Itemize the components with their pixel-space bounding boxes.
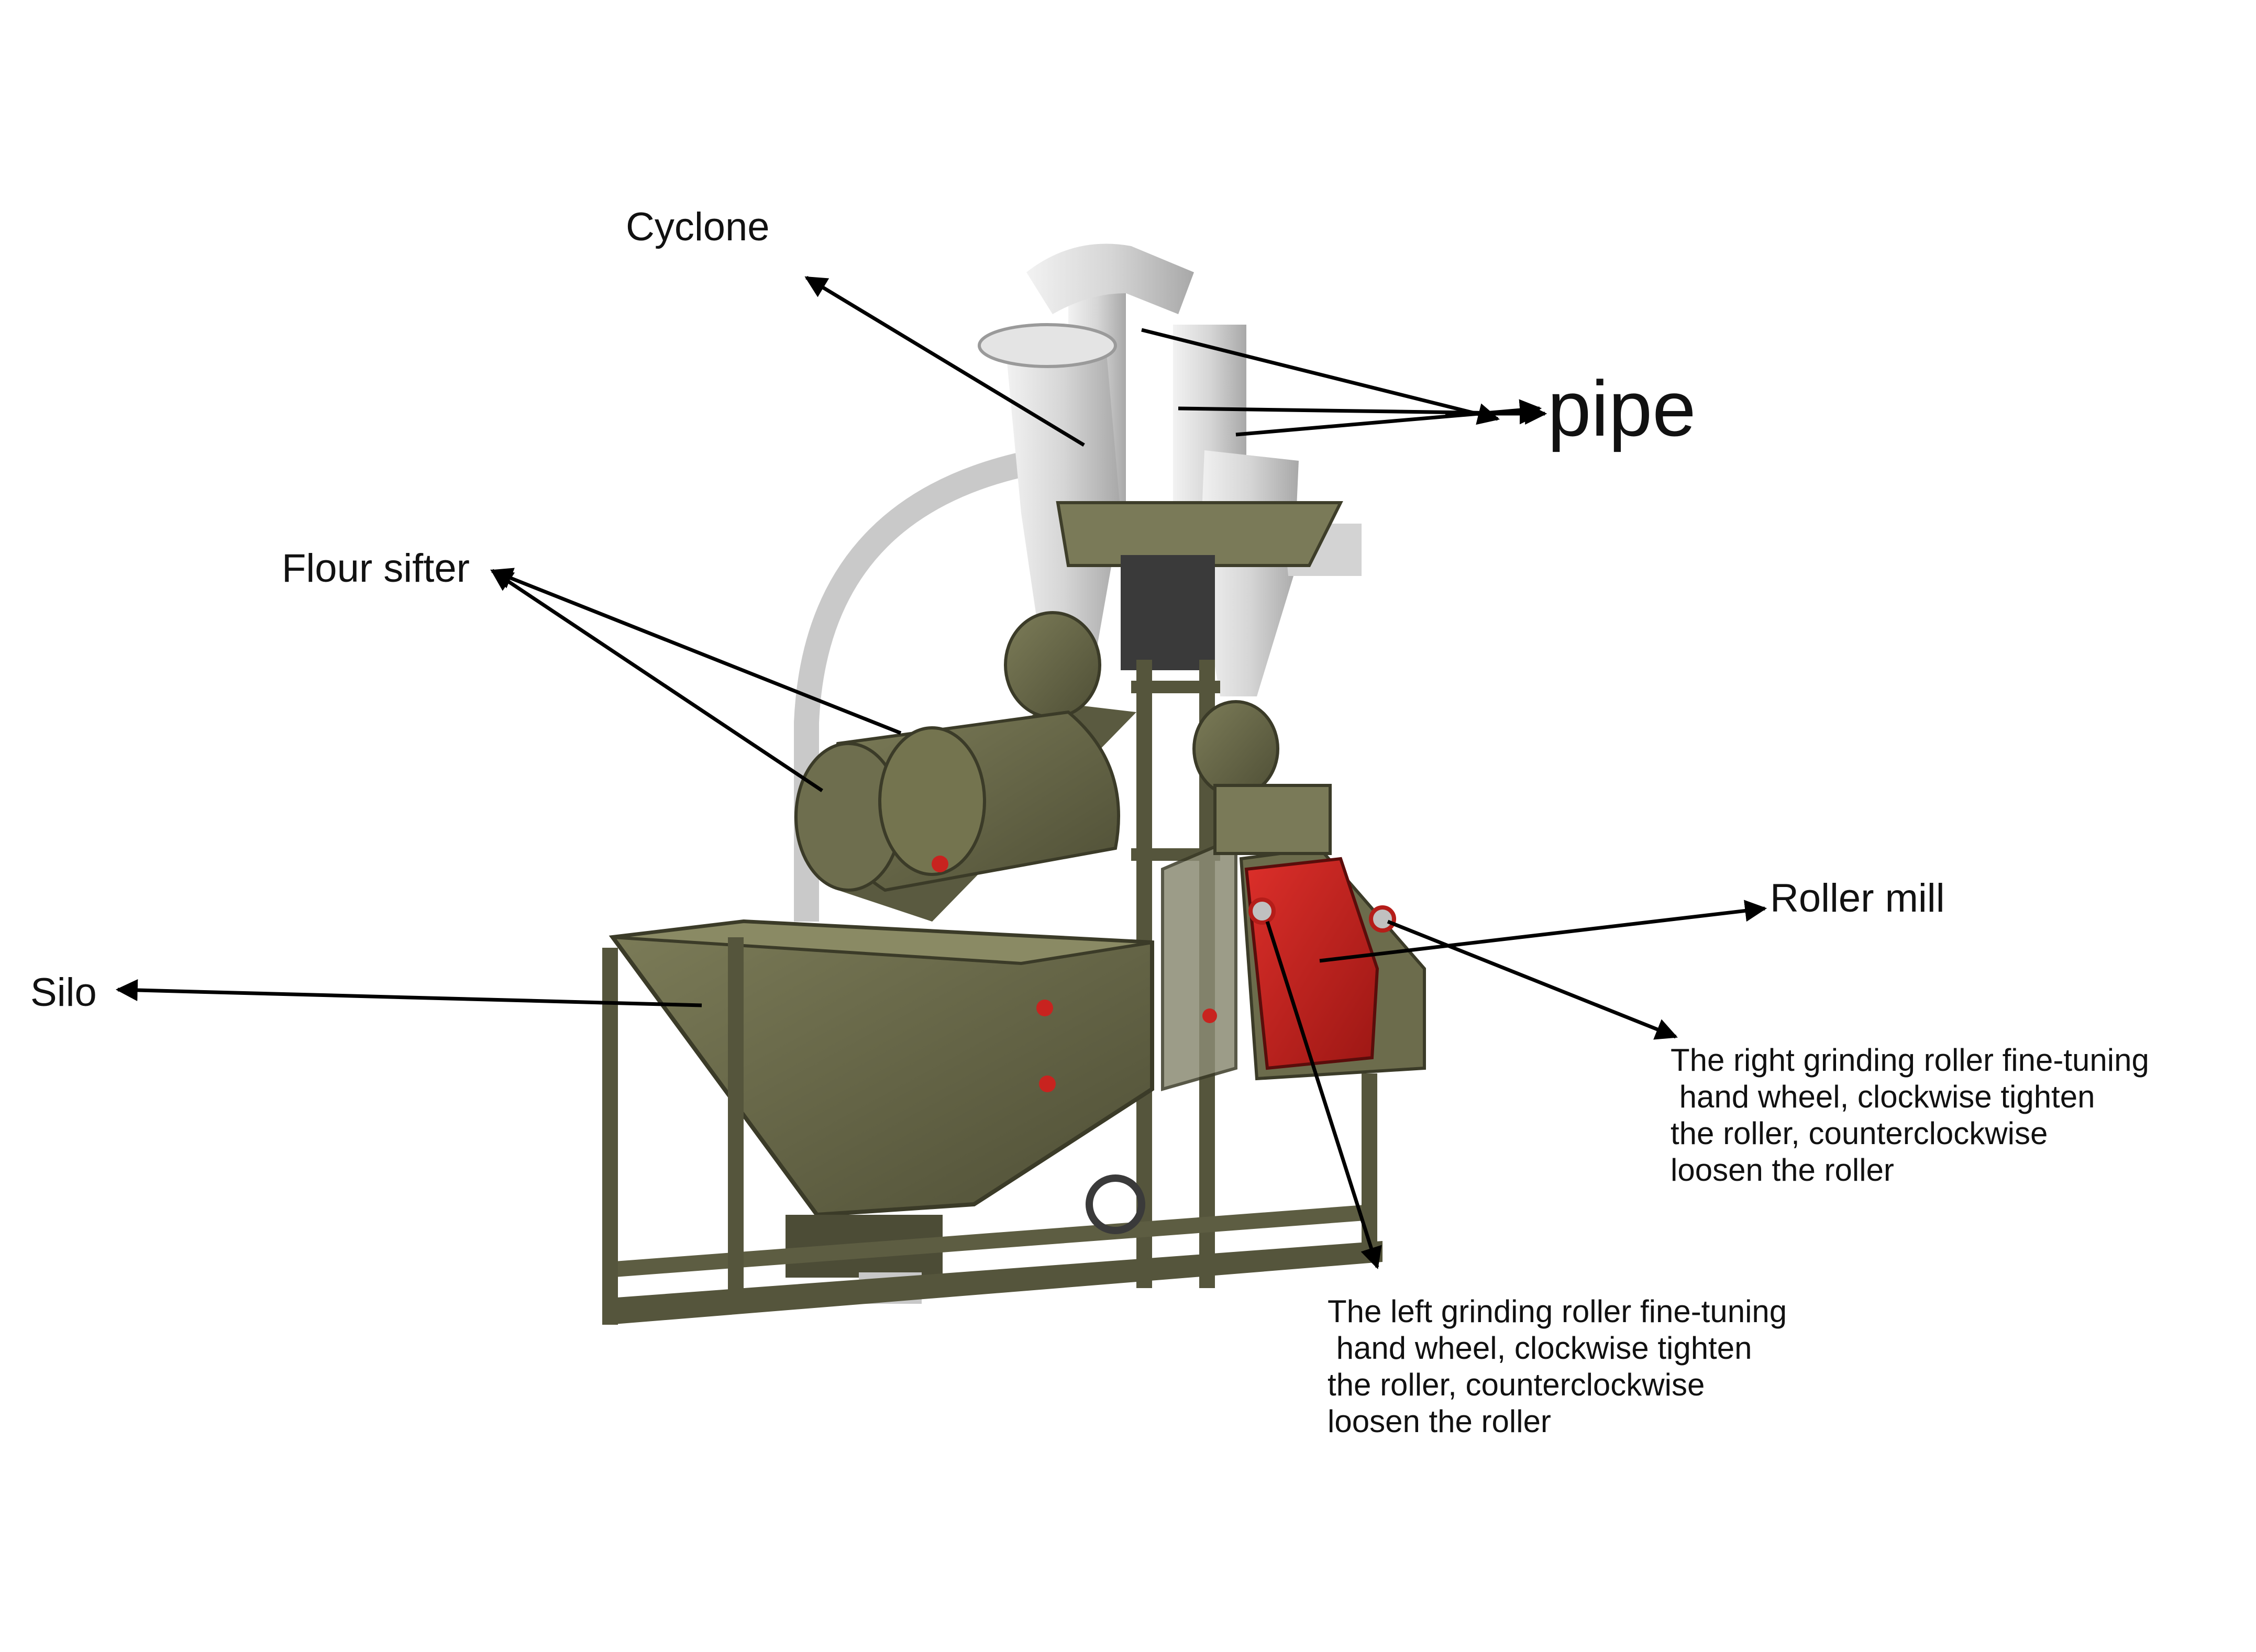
arrow-right-wheel <box>1387 919 1678 1040</box>
frame-leg-right <box>1362 1073 1377 1262</box>
red-knob-4 <box>1202 1008 1217 1023</box>
label-flour-sifter: Flour sifter <box>282 546 470 591</box>
arrow-silo <box>115 979 702 1007</box>
silo-rim <box>612 919 1153 966</box>
roller-mill-hopper <box>1213 784 1332 855</box>
red-knob-1 <box>932 856 948 872</box>
right-hand-wheel-icon <box>1369 905 1396 933</box>
label-silo: Silo <box>30 970 97 1015</box>
sifter-drum-back <box>1004 611 1101 719</box>
frame-leg-front-left <box>602 948 618 1325</box>
label-pipe: pipe <box>1547 364 1696 452</box>
callout-arrows <box>115 276 1767 1270</box>
tower-brace-1 <box>1131 681 1220 693</box>
cyclone-top-cap <box>978 323 1117 368</box>
pipe-top-bend <box>1026 243 1194 314</box>
left-hand-wheel-icon <box>1248 897 1276 925</box>
red-knob-2 <box>1036 1000 1053 1016</box>
red-knob-3 <box>1039 1076 1056 1092</box>
arrow-pipe-1 <box>1141 328 1500 425</box>
top-motor <box>1121 555 1215 670</box>
mesh-guard <box>1161 835 1237 1091</box>
drive-pulley-icon <box>1086 1174 1145 1234</box>
arrow-roller-mill <box>1319 900 1767 963</box>
sifter-drum-right <box>1192 700 1279 797</box>
label-left-hand-wheel: The left grinding roller fine-tuning han… <box>1328 1294 1787 1439</box>
base-frame-front <box>602 1241 1383 1325</box>
silo-hopper <box>609 919 1154 1217</box>
top-platform <box>1056 501 1343 567</box>
return-pipe <box>794 443 1075 922</box>
arrow-sifter-2 <box>490 568 902 735</box>
arrow-sifter-1 <box>490 569 823 792</box>
arrow-cyclone <box>804 276 1085 447</box>
label-cyclone: Cyclone <box>626 205 770 249</box>
arrow-left-wheel <box>1265 921 1382 1270</box>
frame-leg-mid <box>728 937 744 1299</box>
base-frame-back <box>607 1204 1372 1278</box>
roller-mill-red-panel <box>1244 857 1379 1070</box>
machine-frame <box>602 501 1426 1325</box>
label-roller-mill: Roller mill <box>1770 876 1945 921</box>
label-right-hand-wheel: The right grinding roller fine-tuning ha… <box>1671 1043 2149 1188</box>
sifter-drum-end-2 <box>878 726 986 876</box>
